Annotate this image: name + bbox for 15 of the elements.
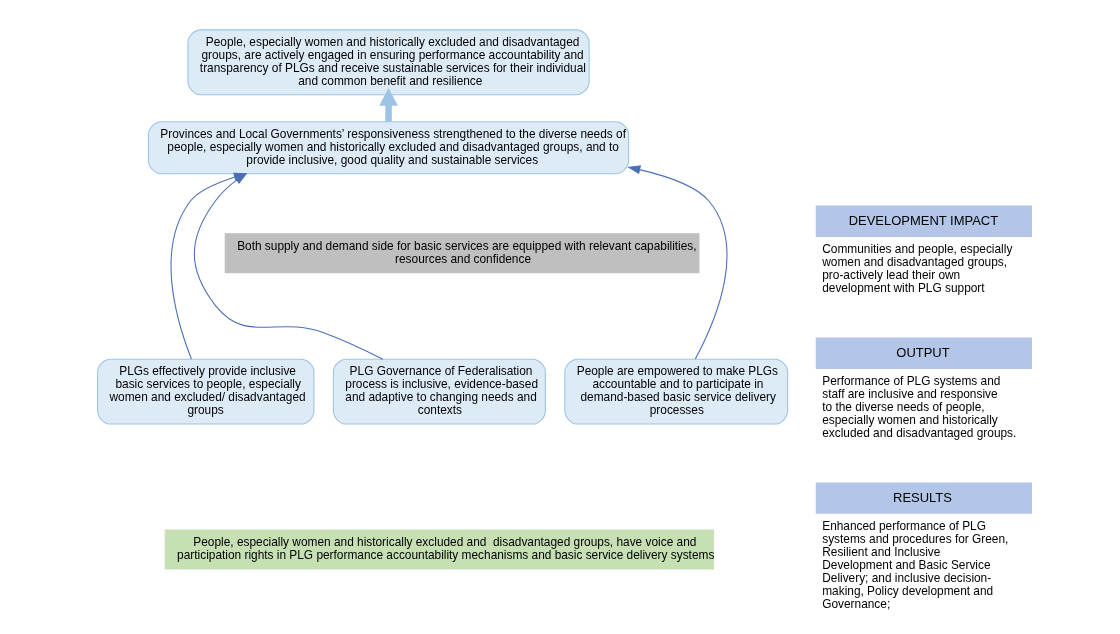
node-label: Performance of PLG systems and staff are inclusive and responsive to the diverse needs of people, especially women and historically excluded and disadvantaged groups. (821, 373, 1016, 440)
node-label: Enhanced performance of PLG systems and procedures for Green, Resilient and Inclusive Development and Basic Service Delivery; and inclusive decision-making, Policy development and Governance; (821, 518, 1008, 611)
node-box: PLGs effectively provide inclusive basic services to people, especially women and excluded/ disadvantaged groups (96, 358, 314, 425)
node-box: Provinces and Local Governments’ responsiveness strengthened to the diverse needs of people, especially women and historically excluded and disadvantaged groups, and to provide inclusive, good quality and sustainable services (147, 121, 629, 175)
node-box: People, especially women and historically excluded and disadvantaged groups, have voice and participation rights in PLG performance accountability mechanisms and basic service delivery systems (164, 529, 714, 570)
arrow (378, 87, 398, 122)
node-box: Both supply and demand side for basic services are equipped with relevant capabilities, resources and confidence (224, 233, 699, 274)
node-label: Communities and people, especially women and disadvantaged groups, pro-actively lead their own development with PLG support (821, 241, 1012, 295)
node-box: People, especially women and historically excluded and disadvantaged groups, are actively engaged in ensuring performance accountability and transparency of PLGs and receive sustainable services for their individual and common benefit and resilience (186, 29, 590, 96)
node-box: PLG Governance of Federalisation process is inclusive, evidence-based and adaptive to changing needs and contexts (332, 358, 546, 425)
node-box: DEVELOPMENT IMPACT (815, 205, 1032, 237)
node-box: OUTPUT (815, 337, 1032, 369)
node-box: RESULTS (815, 482, 1032, 514)
node-box: People are empowered to make PLGs accountable and to participate in demand-based basic service delivery processes (563, 358, 788, 425)
arrow (626, 165, 727, 360)
